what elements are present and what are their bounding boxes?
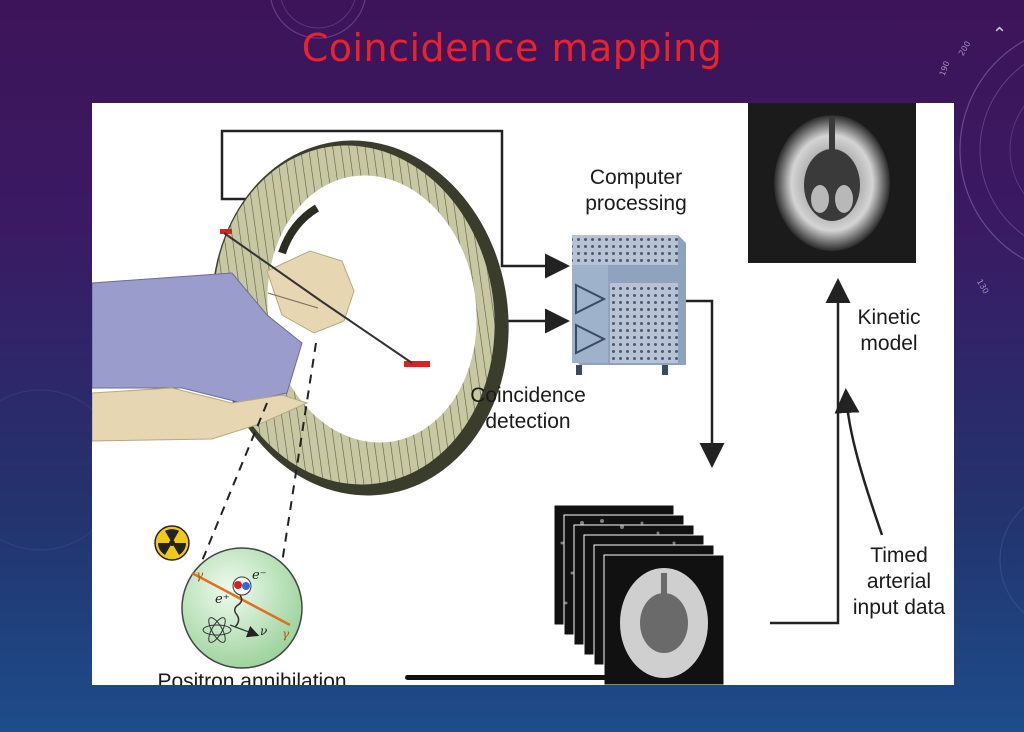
electron-symbol: e⁻ bbox=[252, 568, 267, 583]
neutrino-symbol: ν bbox=[260, 624, 267, 638]
detector-hit-upper bbox=[220, 229, 232, 234]
dynamic-frame-stack bbox=[553, 504, 725, 685]
coincidence-detection-label: Coincidence detection bbox=[470, 384, 586, 433]
home-indicator[interactable] bbox=[405, 675, 640, 680]
pet-diagram: e⁻ e⁺ γ γ ν bbox=[92, 103, 954, 685]
timed-arterial-input-label: Timed arterial input data bbox=[852, 544, 946, 619]
patient-figure bbox=[92, 232, 413, 442]
computer-processing-label: Computer processing bbox=[585, 166, 687, 215]
positron-symbol: e⁺ bbox=[215, 592, 230, 607]
detector-hit-lower bbox=[404, 361, 430, 367]
positron-annihilation-label: Positron annihilation bbox=[157, 670, 347, 685]
computer-tower bbox=[572, 235, 686, 375]
kinetic-model-label: Kinetic model bbox=[857, 306, 921, 355]
dial-tick: 130 bbox=[974, 277, 991, 296]
pet-brain-image bbox=[748, 103, 916, 263]
gamma-symbol-right: γ bbox=[282, 627, 290, 641]
annihilation-sphere: e⁻ e⁺ γ γ ν bbox=[181, 547, 303, 669]
slide-title: Coincidence mapping bbox=[301, 26, 723, 70]
pet-diagram-graphic: e⁻ e⁺ γ γ ν bbox=[92, 103, 916, 685]
chevron-up-icon[interactable]: ⌃ bbox=[992, 24, 1008, 44]
gamma-symbol-left: γ bbox=[196, 568, 204, 582]
projection-lines bbox=[201, 342, 317, 564]
radiation-icon bbox=[154, 525, 190, 561]
